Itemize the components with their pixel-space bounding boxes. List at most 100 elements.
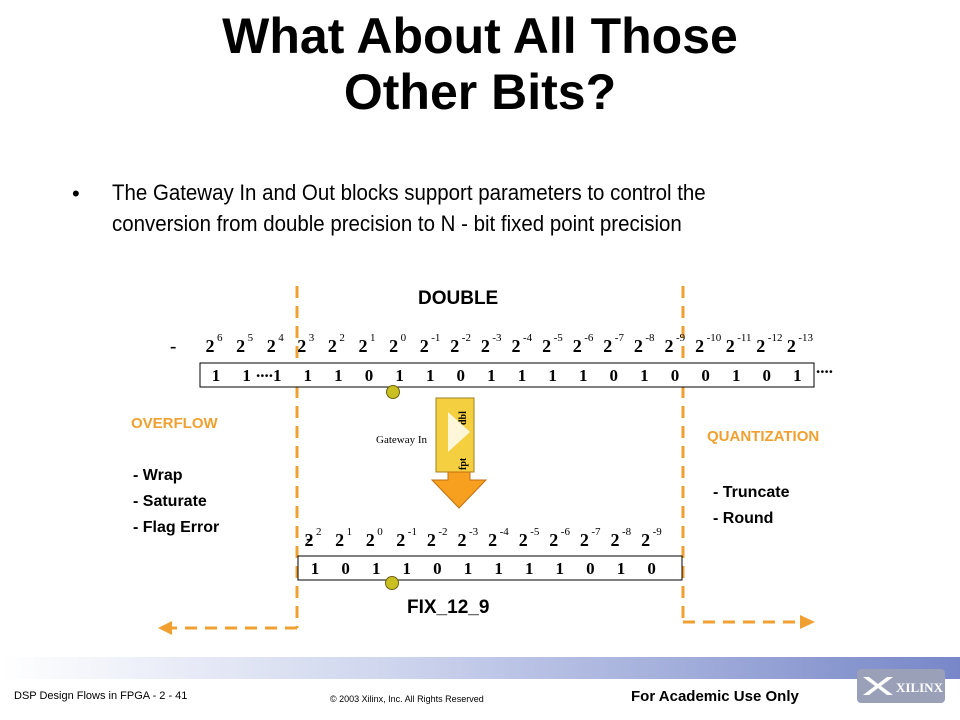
slide-title: What About All Those Other Bits? (0, 8, 960, 120)
double-weight-base: 2 (665, 336, 674, 356)
fix-bit: 1 (556, 559, 565, 578)
double-bit: 0 (671, 366, 680, 385)
double-bit: 0 (365, 366, 374, 385)
double-weight-base: 2 (236, 336, 245, 356)
gateway-arrow-icon (448, 412, 470, 452)
double-weight-base: 2 (297, 336, 306, 356)
footer-band (0, 657, 960, 679)
quantization-heading: QUANTIZATION (707, 428, 820, 445)
double-weight-exponent: -4 (523, 332, 533, 344)
double-bit: 1 (793, 366, 802, 385)
double-weight-exponent: -12 (768, 332, 783, 344)
fix-label: FIX_12_9 (407, 597, 490, 618)
fix-bit: 0 (647, 559, 656, 578)
double-weight-exponent: 3 (309, 332, 315, 344)
xilinx-logo: XILINX (857, 669, 945, 703)
double-weight-base: 2 (481, 336, 490, 356)
fix-bit: 1 (525, 559, 534, 578)
fix-weight-base: 2 (427, 530, 436, 550)
double-bit: 1 (273, 366, 282, 385)
fix-weight-base: 2 (458, 530, 467, 550)
double-weight-exponent: -11 (737, 332, 751, 344)
fix-weight-base: 2 (305, 530, 314, 550)
double-weight-base: 2 (206, 336, 215, 356)
overflow-arrowhead (158, 621, 172, 635)
double-weight-base: 2 (573, 336, 582, 356)
double-weight-base: 2 (450, 336, 459, 356)
double-weight-base: 2 (603, 336, 612, 356)
double-weight-base: 2 (695, 336, 704, 356)
double-binary-point (386, 385, 400, 399)
double-weight-base: 2 (542, 336, 551, 356)
fix-weight-base: 2 (519, 530, 528, 550)
double-weight-exponent: 5 (248, 332, 254, 344)
double-weight-exponent: -5 (554, 332, 564, 344)
double-weight-base: 2 (328, 336, 337, 356)
double-bit: 1 (304, 366, 313, 385)
double-bit: 0 (701, 366, 710, 385)
bullet-line2: conversion from double precision to N - … (112, 211, 682, 236)
double-neg-sign: - (170, 336, 176, 357)
gateway-label: Gateway In (376, 434, 428, 446)
bullet-text: The Gateway In and Out blocks support pa… (112, 177, 819, 239)
fix-weight-base: 2 (488, 530, 497, 550)
bullet-marker: • (72, 181, 80, 206)
fix-bit: 1 (617, 559, 626, 578)
double-weight-exponent: 4 (278, 332, 284, 344)
fix-weight-base: 2 (580, 530, 589, 550)
double-weight-exponent: -9 (676, 332, 686, 344)
fix-weight-exponent: -9 (653, 526, 663, 538)
double-bit: 0 (763, 366, 772, 385)
bullet-line1: The Gateway In and Out blocks support pa… (112, 180, 706, 205)
xilinx-logo-badge (857, 669, 945, 703)
fix-weight-exponent: -8 (622, 526, 632, 538)
double-bit: 1 (242, 366, 251, 385)
fix-weight-base: 2 (366, 530, 375, 550)
double-weight-base: 2 (267, 336, 276, 356)
double-bit: 0 (457, 366, 466, 385)
fix-weight-exponent: -6 (561, 526, 571, 538)
double-ellipsis-right: .... (816, 358, 833, 377)
double-weight-exponent: -3 (492, 332, 502, 344)
slide-title-line2: Other Bits? (343, 64, 617, 120)
slide-title-line1: What About All Those (222, 8, 738, 64)
double-weight-base: 2 (420, 336, 429, 356)
overflow-option-wrap: - Wrap (133, 467, 183, 484)
double-label: DOUBLE (418, 288, 499, 309)
overflow-heading: OVERFLOW (131, 415, 218, 432)
fix-weight-exponent: -3 (469, 526, 479, 538)
double-bit: 1 (334, 366, 343, 385)
fix-weight-exponent: -1 (408, 526, 417, 538)
fix-weight-base: 2 (549, 530, 558, 550)
fix-weight-exponent: -5 (530, 526, 540, 538)
footer-course: DSP Design Flows in FPGA - 2 - 41 (14, 690, 188, 702)
fix-weight-base: 2 (611, 530, 620, 550)
double-bit: 1 (426, 366, 435, 385)
double-weight-exponent: 2 (339, 332, 345, 344)
gateway-in-port: dbl (458, 411, 469, 425)
xilinx-logo-text: XILINX (896, 680, 944, 695)
fix-bit: 1 (464, 559, 473, 578)
fix-bit-box (297, 555, 683, 581)
fix-bit: 1 (494, 559, 503, 578)
double-weight-exponent: -1 (431, 332, 440, 344)
double-weight-base: 2 (787, 336, 796, 356)
double-weight-exponent: -10 (707, 332, 722, 344)
double-bit: 1 (579, 366, 588, 385)
fix-weight-exponent: 1 (347, 526, 353, 538)
fix-weight-exponent: 0 (377, 526, 383, 538)
gateway-out-port: fpt (458, 457, 469, 470)
double-weight-base: 2 (359, 336, 368, 356)
double-weight-exponent: 6 (217, 332, 223, 344)
footer-copyright: © 2003 Xilinx, Inc. All Rights Reserved (330, 694, 484, 704)
double-weight-exponent: 1 (370, 332, 376, 344)
double-weight-base: 2 (389, 336, 398, 356)
double-weight-base: 2 (512, 336, 521, 356)
double-bit: 1 (640, 366, 649, 385)
double-weight-base: 2 (726, 336, 735, 356)
fix-bit: 0 (433, 559, 442, 578)
double-bit: 1 (487, 366, 496, 385)
fix-bit: 0 (586, 559, 595, 578)
double-weight-exponent: -6 (584, 332, 594, 344)
